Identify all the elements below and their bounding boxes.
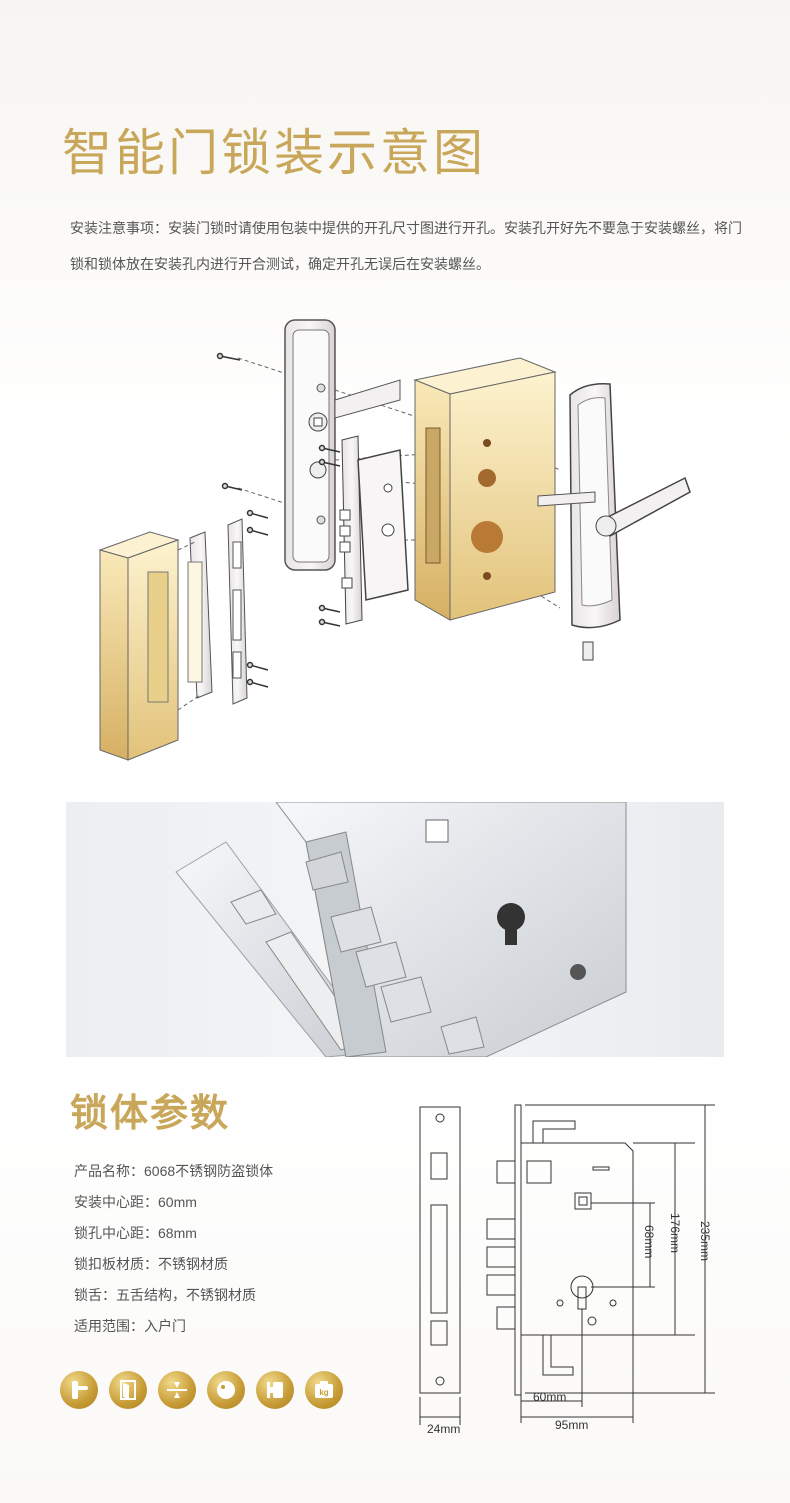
installation-note: 安装注意事项：安装门锁时请使用包装中提供的开孔尺寸图进行开孔。安装孔开好先不要急… — [70, 220, 742, 272]
dim-total-height: 235mm — [698, 1221, 712, 1261]
door-icon — [109, 1371, 147, 1409]
front-handle-plate — [284, 319, 401, 571]
spec-usage: 适用范围：入户门 — [74, 1318, 186, 1334]
spec-install-center: 安装中心距：60mm — [74, 1194, 197, 1210]
handle-icon — [60, 1371, 98, 1409]
feature-icons: kg — [60, 1371, 343, 1409]
dim-strike-width: 24mm — [427, 1422, 460, 1436]
center-distance-icon — [158, 1371, 196, 1409]
lock-body-photo — [66, 802, 724, 1057]
exploded-lock-diagram — [98, 319, 691, 761]
door-frame-block — [98, 531, 180, 761]
spec-keyhole-center: 锁孔中心距：68mm — [74, 1225, 197, 1241]
dimension-drawing: 24mm 60mm 95mm 68mm 176mm 235mm — [419, 1104, 715, 1436]
back-handle — [537, 382, 691, 661]
weight-icon: kg — [305, 1371, 343, 1409]
mortise-lock-body — [339, 435, 409, 625]
page-title: 智能门锁装示意图 — [62, 125, 486, 181]
door-block — [413, 357, 557, 621]
dim-body-height: 176mm — [668, 1213, 682, 1253]
screws — [216, 352, 341, 688]
spec-product-name: 产品名称：6068不锈钢防盗锁体 — [74, 1163, 274, 1179]
params-title: 锁体参数 — [70, 1093, 231, 1135]
weight-unit-label: kg — [319, 1388, 328, 1397]
latch-icon — [256, 1371, 294, 1409]
spec-list: 产品名称：6068不锈钢防盗锁体 安装中心距：60mm 锁孔中心距：68mm 锁… — [74, 1156, 273, 1342]
dim-hole-distance: 68mm — [642, 1225, 656, 1258]
spec-strike-material: 锁扣板材质：不锈钢材质 — [74, 1256, 228, 1272]
strike-plates — [187, 518, 248, 705]
dim-backset: 60mm — [533, 1390, 566, 1404]
dim-body-width: 95mm — [555, 1418, 588, 1432]
lock-cylinder-icon — [207, 1371, 245, 1409]
spec-latch: 锁舌：五舌结构，不锈钢材质 — [74, 1287, 256, 1303]
